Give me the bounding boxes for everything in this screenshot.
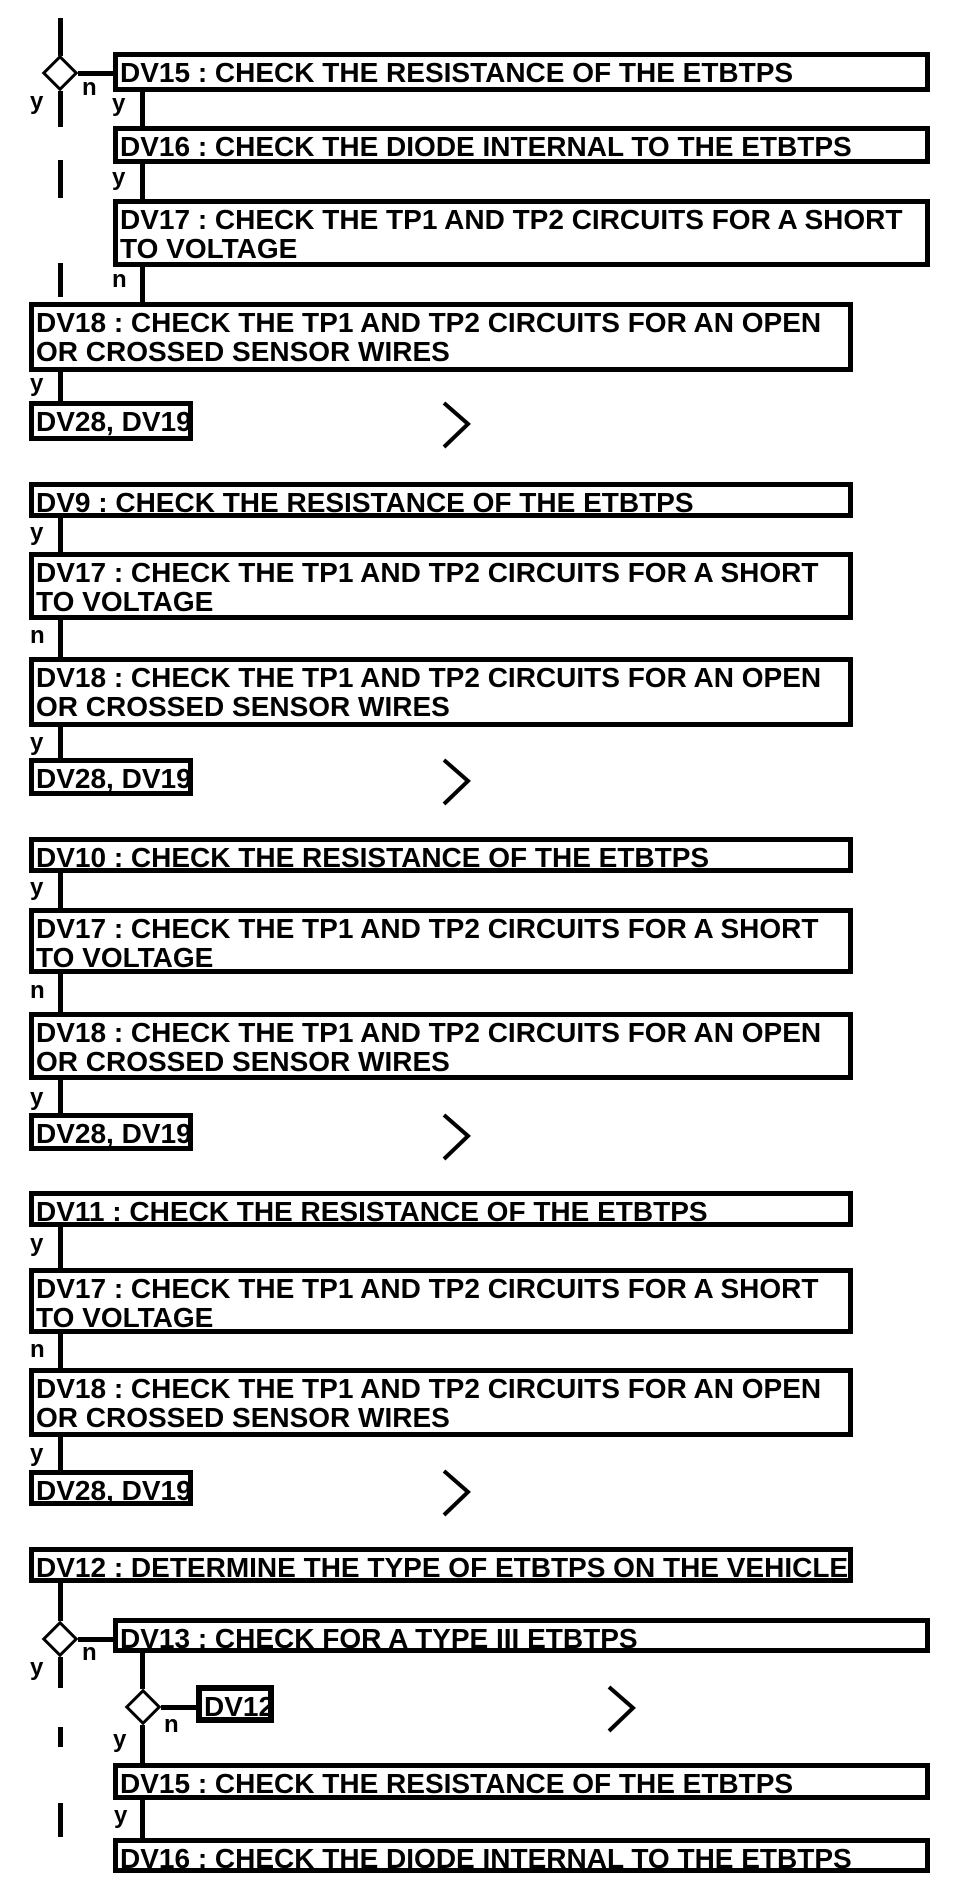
connector-line [58, 372, 63, 401]
chevron-right-icon [607, 1685, 636, 1733]
reference-box-dv28-dv19: DV28, DV19 [29, 758, 193, 796]
connector-line [140, 267, 145, 302]
chevron-right-icon [442, 758, 471, 806]
process-box-dv12: DV12 : DETERMINE THE TYPE OF ETBTPS ON T… [29, 1547, 853, 1583]
connector-dash [58, 1803, 63, 1837]
decision-diamond-icon [41, 1620, 79, 1658]
branch-label-no: n [82, 74, 97, 101]
connector-dash [58, 160, 63, 198]
process-box-dv17: DV17 : CHECK THE TP1 AND TP2 CIRCUITS FO… [113, 199, 930, 267]
process-box-dv17: DV17 : CHECK THE TP1 AND TP2 CIRCUITS FO… [29, 1268, 853, 1334]
connector-line [58, 1657, 63, 1688]
connector-line [161, 1705, 196, 1710]
connector-line [140, 164, 145, 199]
reference-box-dv28-dv19: DV28, DV19 [29, 1470, 193, 1506]
chevron-right-icon [442, 1113, 471, 1161]
connector-line [140, 1800, 145, 1838]
branch-label-yes: y [30, 1654, 44, 1681]
branch-label-yes: y [30, 874, 44, 901]
branch-label-no: n [30, 977, 45, 1004]
branch-label-yes: y [30, 370, 44, 397]
branch-label-yes: y [30, 1084, 44, 1111]
process-box-dv13: DV13 : CHECK FOR A TYPE III ETBTPS [113, 1618, 930, 1653]
connector-line [140, 1653, 145, 1689]
branch-label-no: n [30, 622, 45, 649]
branch-label-no: n [30, 1336, 45, 1363]
connector-line [58, 91, 63, 127]
connector-line [58, 873, 63, 908]
process-box-dv18: DV18 : CHECK THE TP1 AND TP2 CIRCUITS FO… [29, 1368, 853, 1437]
connector-line [58, 1080, 63, 1113]
reference-box-dv28-dv19: DV28, DV19 [29, 1113, 193, 1151]
process-box-dv11: DV11 : CHECK THE RESISTANCE OF THE ETBTP… [29, 1191, 853, 1227]
connector-line [78, 1637, 113, 1642]
connector-line [58, 1583, 63, 1621]
process-box-dv9: DV9 : CHECK THE RESISTANCE OF THE ETBTPS [29, 482, 853, 518]
connector-line [58, 1227, 63, 1268]
branch-label-yes: y [112, 90, 126, 117]
reference-box-dv12: DV12 [196, 1685, 274, 1723]
reference-box-dv28-dv19: DV28, DV19 [29, 401, 193, 441]
branch-label-yes: y [30, 729, 44, 756]
process-box-dv17: DV17 : CHECK THE TP1 AND TP2 CIRCUITS FO… [29, 552, 853, 620]
branch-label-yes: y [113, 1726, 127, 1753]
connector-line [58, 518, 63, 552]
connector-line [58, 18, 63, 56]
connector-line [58, 620, 63, 657]
process-box-dv18: DV18 : CHECK THE TP1 AND TP2 CIRCUITS FO… [29, 657, 853, 727]
connector-line [58, 974, 63, 1012]
connector-dash [58, 263, 63, 297]
branch-label-yes: y [112, 164, 126, 191]
process-box-dv10: DV10 : CHECK THE RESISTANCE OF THE ETBTP… [29, 837, 853, 873]
process-box-dv17: DV17 : CHECK THE TP1 AND TP2 CIRCUITS FO… [29, 908, 853, 974]
decision-diamond-icon [41, 54, 79, 92]
branch-label-yes: y [30, 519, 44, 546]
connector-line [140, 92, 145, 126]
branch-label-no: n [112, 266, 127, 293]
branch-label-yes: y [30, 88, 44, 115]
branch-label-no: n [164, 1711, 179, 1738]
chevron-right-icon [442, 1469, 471, 1517]
chevron-right-icon [442, 401, 471, 449]
connector-line [78, 71, 113, 76]
process-box-dv16: DV16 : CHECK THE DIODE INTERNAL TO THE E… [113, 126, 930, 164]
connector-line [140, 1725, 145, 1765]
process-box-dv15: DV15 : CHECK THE RESISTANCE OF THE ETBTP… [113, 1763, 930, 1800]
branch-label-no: n [82, 1639, 97, 1666]
connector-line [58, 1437, 63, 1470]
process-box-dv16: DV16 : CHECK THE DIODE INTERNAL TO THE E… [113, 1838, 930, 1873]
process-box-dv18: DV18 : CHECK THE TP1 AND TP2 CIRCUITS FO… [29, 1012, 853, 1080]
decision-diamond-icon [124, 1688, 162, 1726]
connector-line [58, 1334, 63, 1368]
process-box-dv15: DV15 : CHECK THE RESISTANCE OF THE ETBTP… [113, 52, 930, 92]
branch-label-yes: y [114, 1802, 128, 1829]
branch-label-yes: y [30, 1230, 44, 1257]
process-box-dv18: DV18 : CHECK THE TP1 AND TP2 CIRCUITS FO… [29, 302, 853, 372]
connector-dash [58, 1727, 63, 1747]
branch-label-yes: y [30, 1440, 44, 1467]
connector-line [58, 727, 63, 758]
